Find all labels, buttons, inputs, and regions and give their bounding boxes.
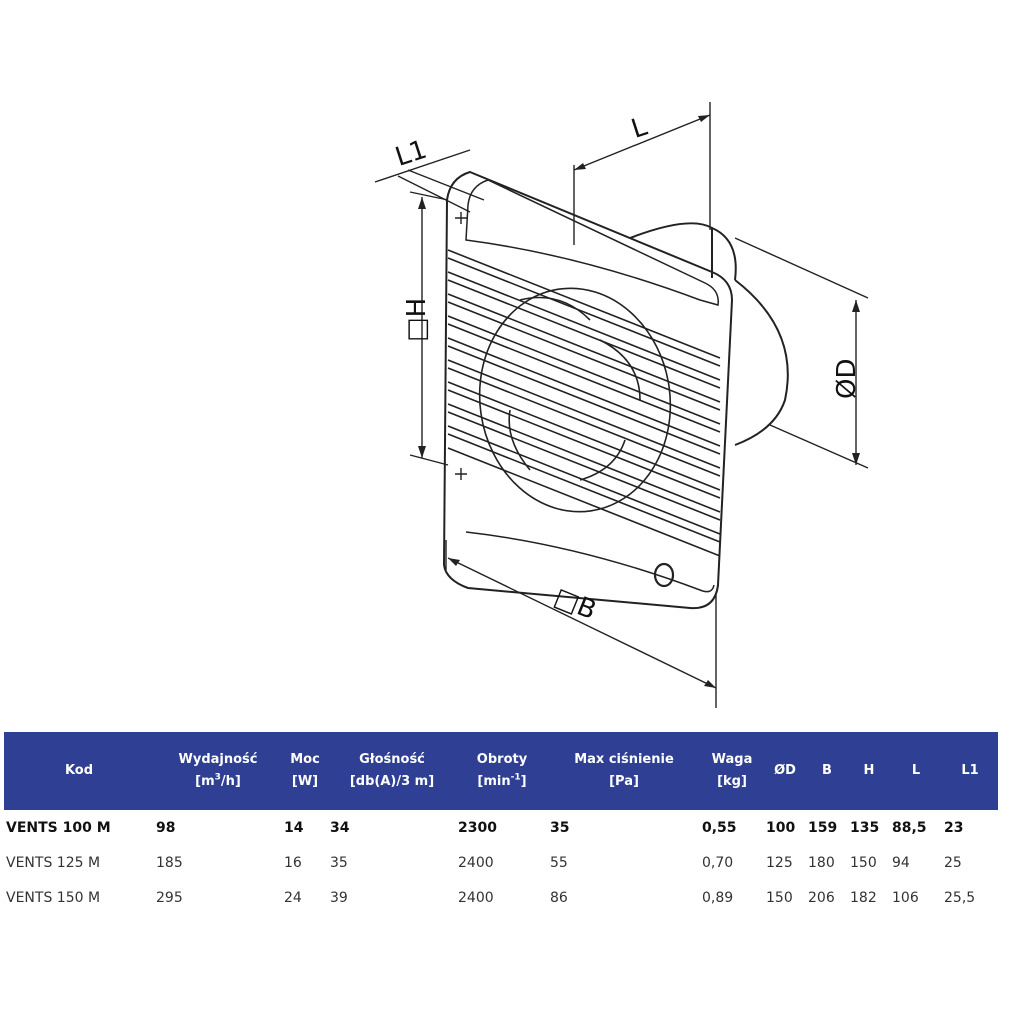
cell-b: 180 [808,854,835,871]
cell-cisnienie: 35 [550,819,570,836]
cell-l: 94 [892,854,910,871]
dim-label-l: L [628,112,652,145]
header-l: L [911,763,921,778]
cell-wydajnosc: 98 [156,819,176,836]
cell-waga: 0,70 [702,854,734,871]
cell-cisnienie: 55 [550,854,568,871]
dim-b-lines [445,540,717,708]
cell-wydajnosc: 185 [156,854,183,871]
face-plate-outline [442,170,734,610]
cell-waga: 0,55 [702,819,737,836]
cell-moc: 14 [284,819,304,836]
cell-h: 150 [850,854,877,871]
cell-b: 159 [808,819,838,836]
cell-wydajnosc: 295 [156,889,183,906]
header-moc: Moc [W] [290,752,320,789]
louvre-slats [447,249,721,557]
face-plate-inner [465,179,719,306]
cell-glosnosc: 35 [330,854,348,871]
spec-table: Kod Wydajność [m3/h] Moc [W] Głośność [d… [4,732,998,915]
cell-l1: 25,5 [944,889,976,906]
cell-kod: VENTS 150 M [6,889,101,906]
cell-l: 88,5 [892,819,927,836]
header-d: ØD [774,763,796,778]
cell-l1: 25 [944,854,962,871]
table-row: VENTS 125 M 185 16 35 2400 55 0,70 125 1… [4,845,998,880]
header-obroty: Obroty [min-1] [476,752,528,789]
cell-moc: 24 [284,889,302,906]
header-waga: Waga [kg] [711,752,753,789]
cell-d: 100 [766,819,796,836]
cell-glosnosc: 39 [330,889,348,906]
table-header: Kod Wydajność [m3/h] Moc [W] Głośność [d… [4,732,998,810]
header-wydajnosc: Wydajność [m3/h] [178,752,258,789]
fan-technical-drawing: L1 L □H ØD □B [374,102,869,708]
cell-h: 182 [850,889,877,906]
indicator-circle [653,562,675,588]
cell-kod: VENTS 100 M [6,819,111,836]
dim-label-d: ØD [832,359,862,400]
header-cisnienie: Max ciśnienie [Pa] [574,752,674,789]
cell-kod: VENTS 125 M [6,854,101,871]
header-l1: L1 [961,763,979,778]
cell-l1: 23 [944,819,964,836]
header-glosnosc: Głośność [db(A)/3 m] [349,752,435,789]
impeller [478,287,672,513]
cell-obroty: 2400 [458,854,494,871]
dim-l1-lines [374,149,485,213]
header-h: H [863,763,875,778]
header-b: B [822,763,832,778]
table-row: VENTS 150 M 295 24 39 2400 86 0,89 150 2… [4,880,998,915]
cell-moc: 16 [284,854,302,871]
dim-h-lines [409,191,449,466]
cell-l: 106 [892,889,919,906]
table-row: VENTS 100 M 98 14 34 2300 35 0,55 100 15… [4,810,998,845]
dim-label-b: □B [550,582,601,626]
screw-marks [455,212,467,480]
dim-d-lines [734,237,869,469]
cell-obroty: 2300 [458,819,497,836]
cell-cisnienie: 86 [550,889,568,906]
cell-h: 135 [850,819,880,836]
cell-d: 150 [766,889,793,906]
cell-waga: 0,89 [702,889,734,906]
dim-label-h: □H [402,298,432,342]
header-kod: Kod [64,763,94,778]
dim-l-lines [573,102,711,245]
cell-b: 206 [808,889,835,906]
dimension-arrows [418,115,860,688]
table-body: VENTS 100 M 98 14 34 2300 35 0,55 100 15… [4,810,998,915]
dim-label-l1: L1 [392,135,431,173]
cell-obroty: 2400 [458,889,494,906]
cell-d: 125 [766,854,793,871]
duct-spigot [629,222,789,446]
cell-glosnosc: 34 [330,819,350,836]
